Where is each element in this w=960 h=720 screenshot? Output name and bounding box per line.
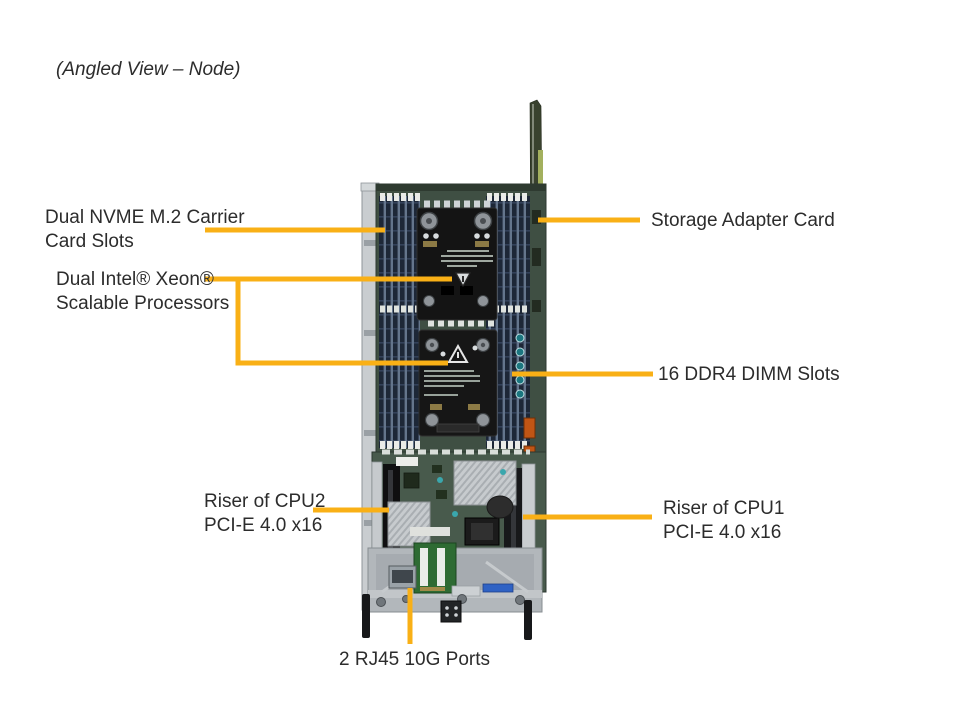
callout-label-nvme: Dual NVME M.2 Carrier Card Slots [45, 206, 245, 254]
riser2-label-line1: Riser of CPU2 [204, 491, 326, 512]
cpu1-socket-graphic [416, 207, 498, 321]
cpu-label-line1: Dual Intel® Xeon® [56, 269, 214, 290]
cpu-label-line2: Scalable Processors [56, 293, 230, 314]
riser1-label-line1: Riser of CPU1 [663, 498, 785, 519]
callout-label-rj45: 2 RJ45 10G Ports [339, 649, 491, 670]
callout-label-riser1: Riser of CPU1 PCI-E 4.0 x16 [663, 497, 784, 545]
figure-title: (Angled View – Node) [56, 59, 241, 80]
bottom-tray-graphic [362, 542, 543, 640]
riser2-label-line2: PCI-E 4.0 x16 [204, 515, 323, 536]
riser1-label-line2: PCI-E 4.0 x16 [663, 522, 782, 543]
callout-label-storage: Storage Adapter Card [651, 210, 835, 231]
callout-lines [205, 217, 653, 644]
cpu2-socket-graphic [418, 329, 498, 437]
callout-label-cpu: Dual Intel® Xeon® Scalable Processors [56, 268, 229, 316]
nvme-label-line2: Card Slots [45, 231, 134, 252]
callout-line-cpu-lower [235, 279, 448, 366]
nvme-label-line1: Dual NVME M.2 Carrier [45, 207, 245, 228]
callout-label-dimm: 16 DDR4 DIMM Slots [658, 364, 840, 385]
callout-label-riser2: Riser of CPU2 PCI-E 4.0 x16 [204, 490, 325, 538]
